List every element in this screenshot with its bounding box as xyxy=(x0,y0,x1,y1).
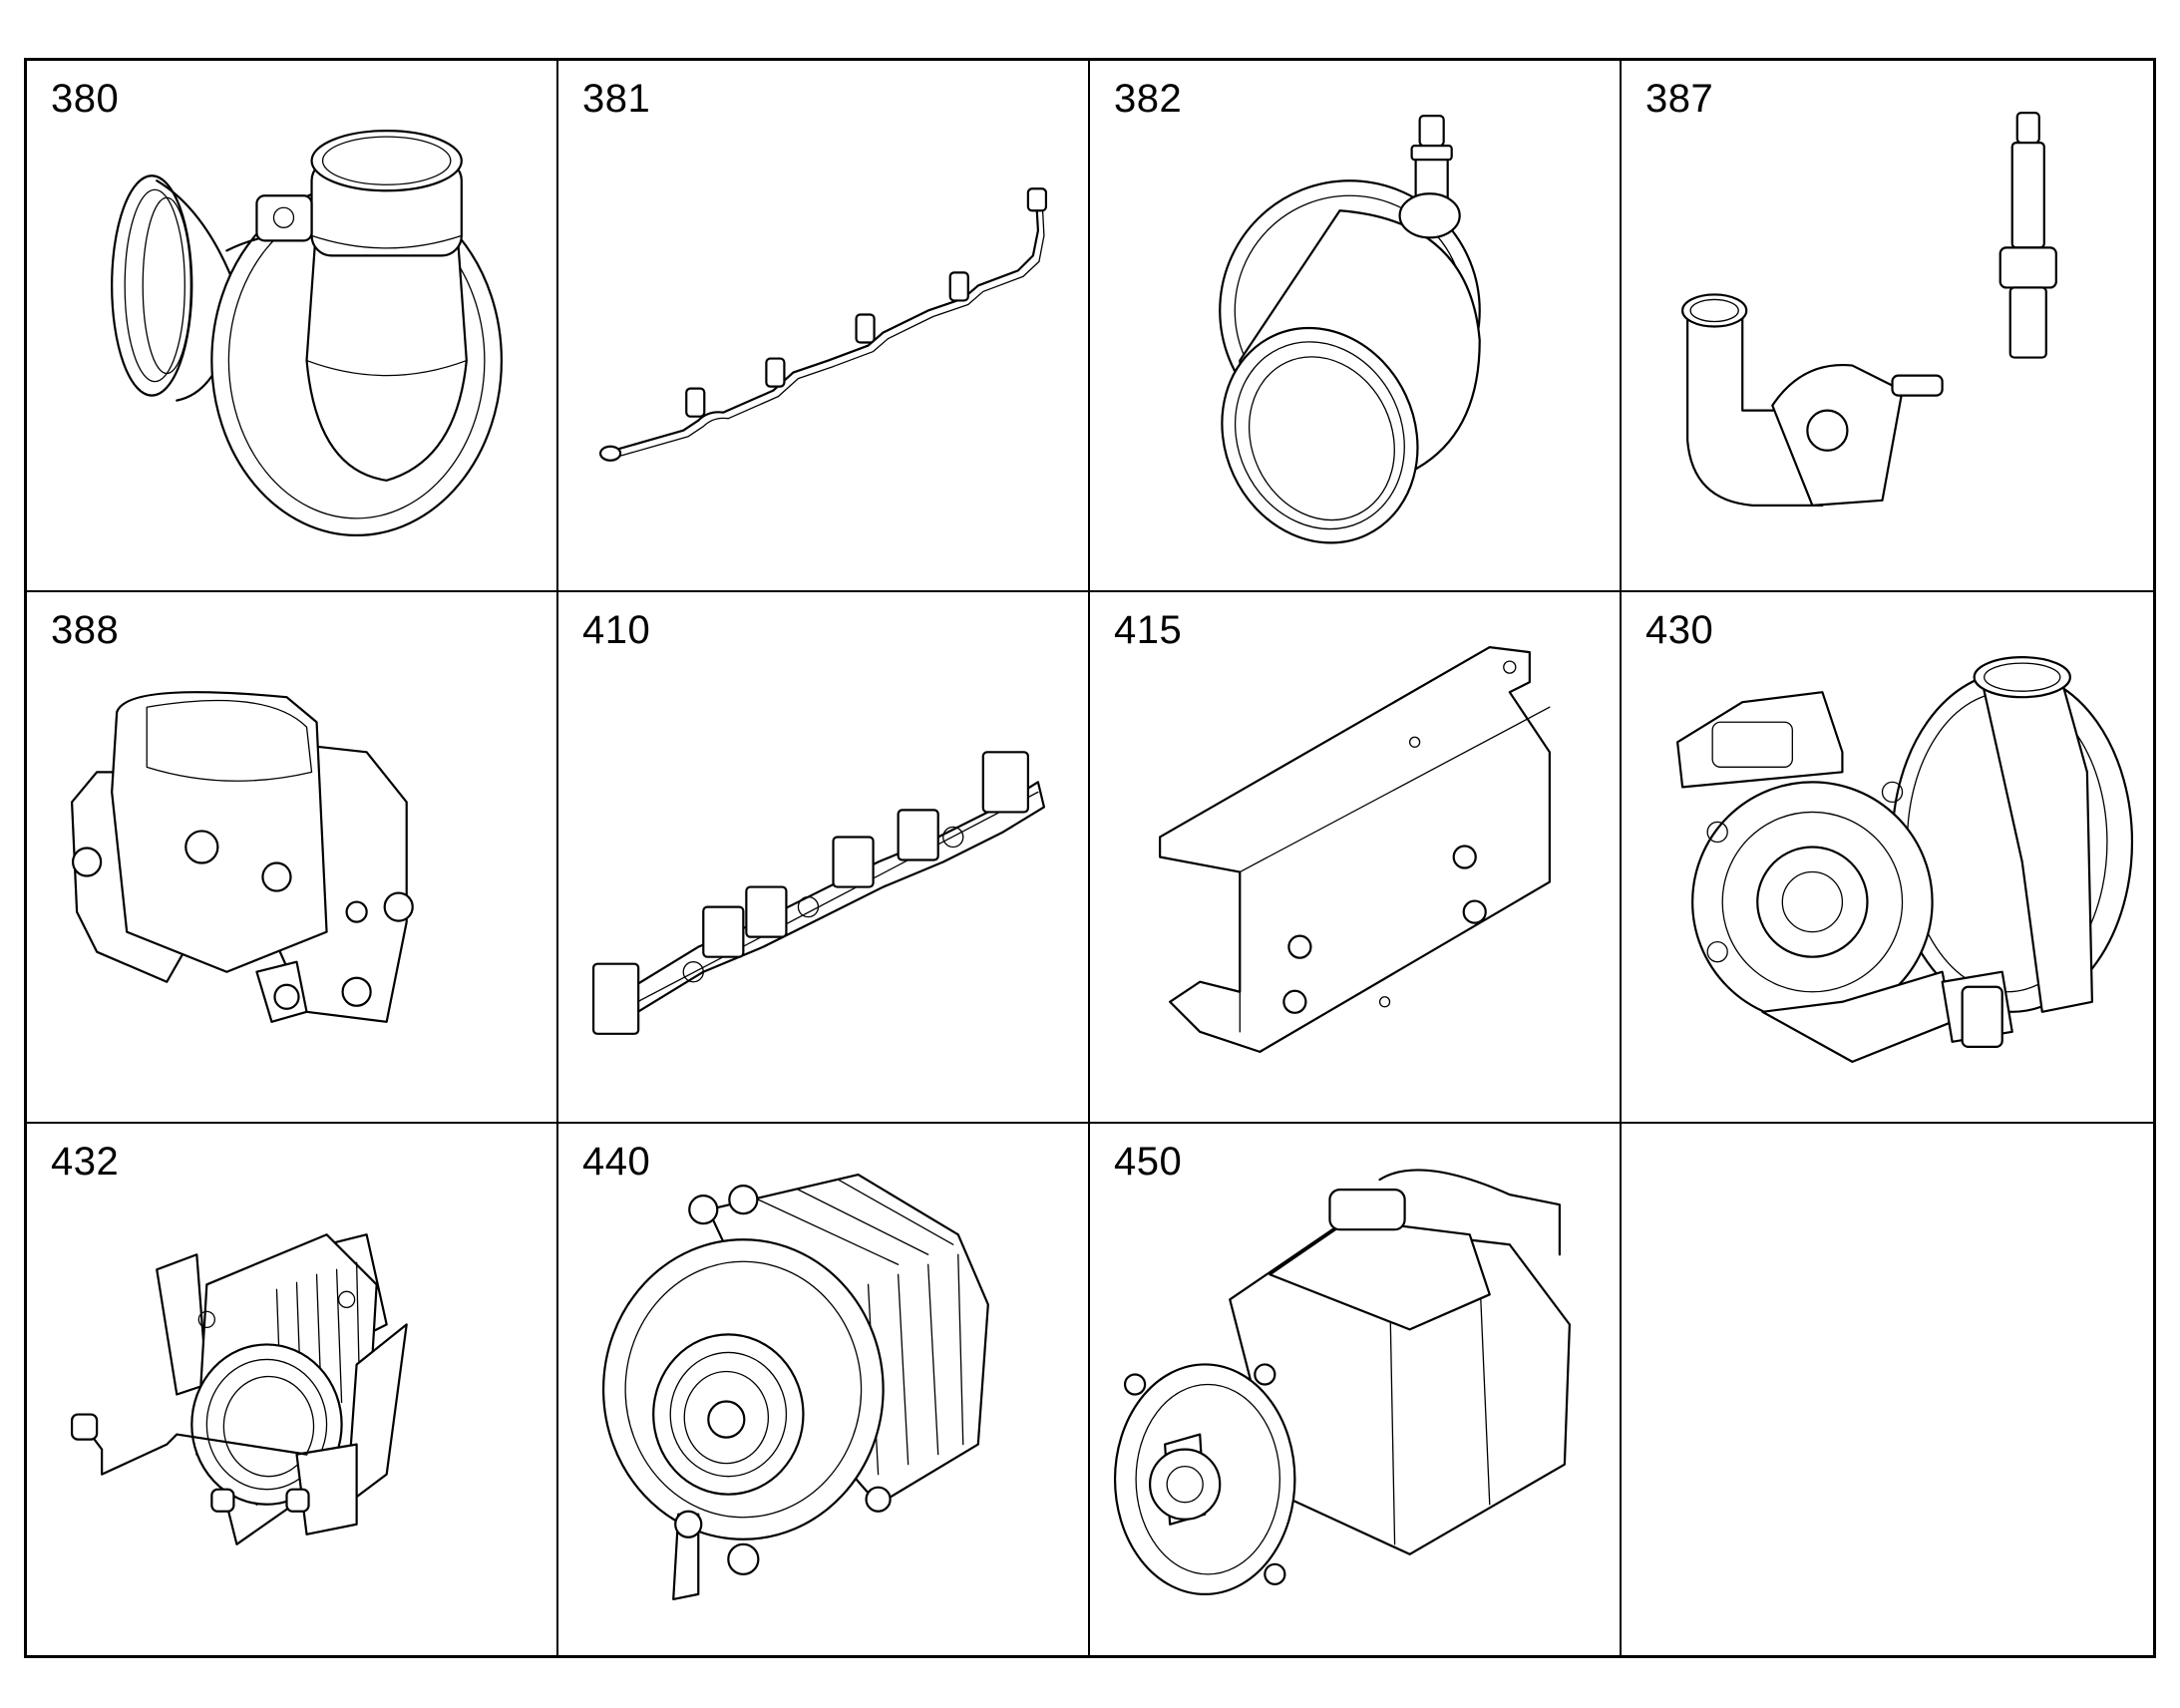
part-number: 381 xyxy=(582,77,651,121)
part-cell-450[interactable]: 450 xyxy=(1090,1124,1622,1655)
part-cell-430[interactable]: 430 xyxy=(1622,592,2153,1124)
part-cell-388[interactable]: 388 xyxy=(27,592,558,1124)
part-cell-380[interactable]: 380 xyxy=(27,61,558,592)
part-number: 430 xyxy=(1645,608,1714,652)
part-cell-432[interactable]: 432 xyxy=(27,1124,558,1655)
part-number: 387 xyxy=(1645,77,1714,121)
part-cell-382[interactable]: 382 xyxy=(1090,61,1622,592)
part-number: 415 xyxy=(1114,608,1183,652)
part-cell-410[interactable]: 410 xyxy=(558,592,1090,1124)
part-number: 410 xyxy=(582,608,651,652)
part-number: 382 xyxy=(1114,77,1183,121)
alternator-icon xyxy=(558,1124,1088,1655)
exhaust-manifold-icon xyxy=(558,592,1088,1122)
turbocharger-icon xyxy=(1622,592,2153,1122)
turbo-outlet-elbow-icon xyxy=(27,61,556,590)
egr-valve-assembly-icon xyxy=(27,1124,556,1655)
sensor-wire-harness-icon xyxy=(558,61,1088,590)
part-cell-387[interactable]: 387 xyxy=(1622,61,2153,592)
part-number: 388 xyxy=(51,608,120,652)
empty-cell xyxy=(1622,1124,2153,1655)
throttle-housing-icon xyxy=(27,592,556,1122)
part-cell-381[interactable]: 381 xyxy=(558,61,1090,592)
part-number: 380 xyxy=(51,77,120,121)
part-cell-415[interactable]: 415 xyxy=(1090,592,1622,1124)
part-number: 432 xyxy=(51,1140,120,1184)
starter-motor-icon xyxy=(1090,1124,1620,1655)
elbow-with-fitting-icon xyxy=(1090,61,1620,590)
parts-grid: 380 381 xyxy=(24,58,2156,1658)
part-number: 450 xyxy=(1114,1140,1183,1184)
tube-and-sensor-icon xyxy=(1622,61,2153,590)
heat-shield-bracket-icon xyxy=(1090,592,1620,1122)
part-cell-440[interactable]: 440 xyxy=(558,1124,1090,1655)
part-number: 440 xyxy=(582,1140,651,1184)
